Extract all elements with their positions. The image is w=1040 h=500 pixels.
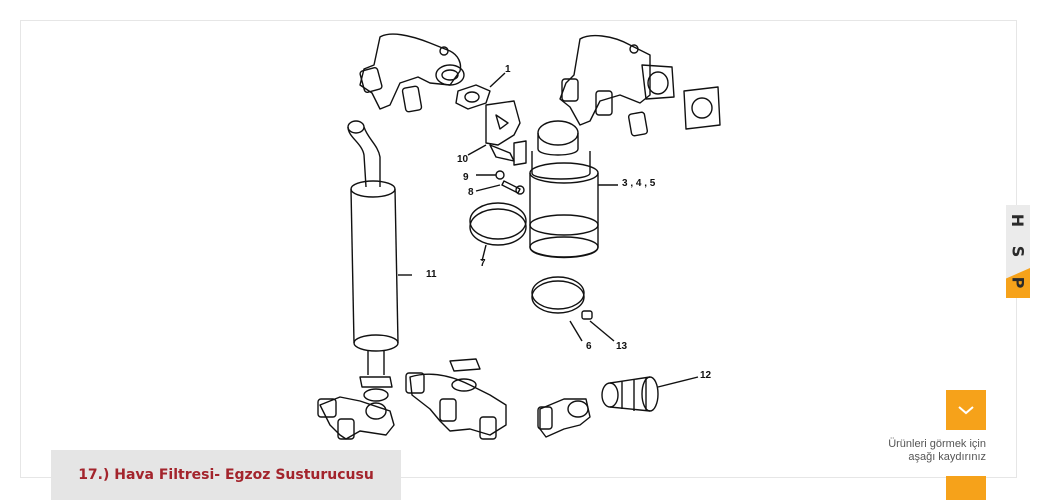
- gasket-1: [455, 72, 506, 110]
- manifold-top-right: [559, 34, 675, 137]
- side-tab-letter-p: P: [1008, 276, 1028, 289]
- scroll-hint: Ürünleri görmek için aşağı kaydırınız: [850, 438, 986, 464]
- manifold-bottom-left: [317, 376, 395, 440]
- clamp-6: [531, 276, 615, 342]
- product-frame: [20, 20, 1017, 478]
- parts-diagram: 1 10 9 8 3 , 4 , 5 7 11 6 13 12: [300, 25, 740, 445]
- brand-side-tab[interactable]: H S P: [1006, 205, 1030, 298]
- clamp-7: [469, 202, 527, 262]
- callout-8: 8: [468, 187, 474, 198]
- exhaust-parts-drawing: [317, 33, 721, 440]
- callout-12: 12: [700, 370, 712, 381]
- callout-10: 10: [457, 154, 469, 165]
- callout-3-4-5: 3 , 4 , 5: [622, 178, 656, 189]
- bolt-8: [475, 180, 525, 195]
- side-tab-letter-s: S: [1008, 245, 1028, 258]
- callout-13: 13: [616, 341, 628, 352]
- callout-7: 7: [480, 258, 486, 269]
- callout-9: 9: [463, 172, 469, 183]
- muffler-11: [347, 120, 412, 375]
- scroll-hint-line-2: aşağı kaydırınız: [908, 451, 986, 463]
- product-caption: 17.) Hava Filtresi- Egzoz Susturucusu: [51, 450, 401, 500]
- bolt-9: [476, 170, 505, 180]
- air-filter-body: [513, 120, 618, 259]
- side-tab-letter-h: H: [1008, 213, 1028, 228]
- side-tab-letters: H S P: [1006, 205, 1030, 298]
- callout-6: 6: [586, 341, 592, 352]
- manifold-bottom-middle: [405, 358, 507, 440]
- manifold-top-left: [359, 33, 465, 113]
- scroll-down-button[interactable]: [946, 390, 986, 430]
- callout-1: 1: [505, 64, 511, 75]
- chevron-down-icon: [958, 406, 974, 415]
- product-title: 17.) Hava Filtresi- Egzoz Susturucusu: [78, 467, 374, 483]
- next-section-button[interactable]: [946, 476, 986, 500]
- scroll-hint-line-1: Ürünleri görmek için: [888, 438, 986, 450]
- square-gasket: [683, 86, 721, 130]
- callout-11: 11: [426, 269, 437, 280]
- bracket-10: [467, 100, 521, 162]
- manifold-bottom-right: [537, 398, 591, 438]
- flex-pipe-12: [601, 376, 699, 412]
